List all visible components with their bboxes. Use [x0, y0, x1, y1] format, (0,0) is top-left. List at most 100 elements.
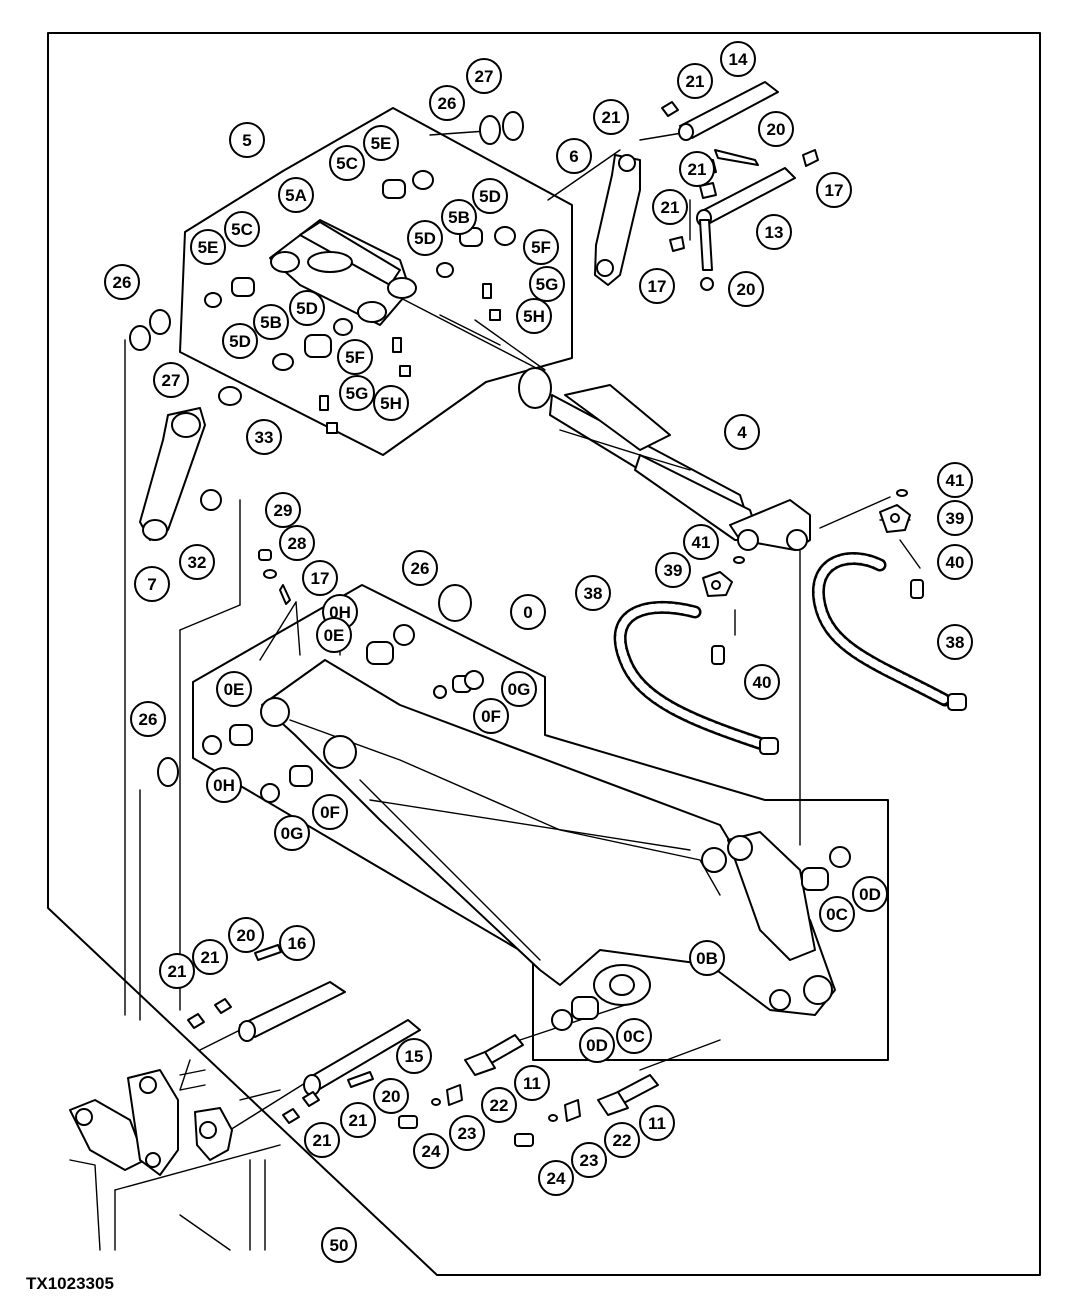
callout-bubble: 24	[413, 1133, 449, 1169]
callout-label: 40	[946, 553, 965, 572]
callout-bubble: 5H	[373, 385, 409, 421]
callout-bubble: 5G	[339, 375, 375, 411]
callout-circle	[373, 1078, 409, 1114]
callout-circle	[593, 99, 629, 135]
callout-bubble: 0E	[316, 617, 352, 653]
callout-label: 38	[946, 633, 965, 652]
callout-circle	[279, 525, 315, 561]
callout-label: 5F	[345, 348, 365, 367]
callout-bubble: 21	[340, 1102, 376, 1138]
callout-circle	[278, 177, 314, 213]
callout-label: 22	[613, 1131, 632, 1150]
callout-circle	[316, 617, 352, 653]
callout-circle	[466, 58, 502, 94]
callout-label: 5	[242, 131, 251, 150]
callout-circle	[134, 566, 170, 602]
link-5a	[269, 219, 417, 326]
link-group-box	[179, 107, 573, 456]
link-7	[139, 386, 242, 541]
callout-bubble: 11	[514, 1065, 550, 1101]
callout-bubble: 33	[246, 419, 282, 455]
callout-circle	[413, 1133, 449, 1169]
callout-bubble: 4	[724, 414, 760, 450]
callout-label: 21	[602, 108, 621, 127]
callout-circle	[679, 151, 715, 187]
callout-bubble: 21	[679, 151, 715, 187]
callout-circle	[329, 145, 365, 181]
callout-circle	[616, 1018, 652, 1054]
callout-bubble: 41	[937, 462, 973, 498]
callout-bubble: 5B	[253, 304, 289, 340]
callout-circle	[396, 1038, 432, 1074]
callout-bubble: 0H	[206, 767, 242, 803]
callout-label: 23	[580, 1151, 599, 1170]
callout-bubble: 0G	[501, 671, 537, 707]
callout-label: 50	[330, 1236, 349, 1255]
callout-label: 6	[569, 147, 578, 166]
callout-circle	[373, 385, 409, 421]
callout-bubble: 21	[652, 189, 688, 225]
callout-label: 5D	[414, 229, 436, 248]
callout-label: 0D	[586, 1036, 608, 1055]
callout-bubble: 5D	[407, 220, 443, 256]
callout-label: 11	[648, 1114, 666, 1133]
cylinder-4	[518, 367, 811, 551]
callout-circle	[510, 594, 546, 630]
callout-label: 21	[168, 962, 187, 981]
callout-label: 28	[288, 534, 307, 553]
pins-lower	[187, 944, 659, 1147]
callout-circle	[571, 1142, 607, 1178]
outer-frame	[47, 32, 1041, 1276]
callout-bubble: 41	[683, 524, 719, 560]
callout-circle	[407, 220, 443, 256]
callout-bubble: 5E	[363, 125, 399, 161]
callout-bubble: 5G	[529, 266, 565, 302]
grease-fittings	[258, 549, 291, 605]
callout-label: 5D	[229, 332, 251, 351]
callout-bubble: 39	[937, 500, 973, 536]
callout-circle	[937, 624, 973, 660]
callout-bubble: 27	[153, 362, 189, 398]
callout-circle	[159, 953, 195, 989]
callout-circle	[937, 544, 973, 580]
callout-circle	[937, 500, 973, 536]
callout-label: 21	[661, 198, 680, 217]
callout-circle	[538, 1160, 574, 1196]
callout-label: 5E	[198, 238, 219, 257]
callout-label: 26	[113, 273, 132, 292]
callout-label: 29	[274, 501, 293, 520]
link-6	[594, 154, 641, 286]
callout-circle	[523, 229, 559, 265]
callout-circle	[190, 229, 226, 265]
callout-bubble: 5C	[224, 211, 260, 247]
callout-label: 26	[411, 559, 430, 578]
callout-circle	[481, 1087, 517, 1123]
callout-circle	[449, 1115, 485, 1151]
callout-label: 21	[686, 72, 705, 91]
callout-label: 17	[825, 181, 844, 200]
callout-bubble: 5A	[278, 177, 314, 213]
callout-circle	[529, 266, 565, 302]
callout-label: 21	[349, 1111, 368, 1130]
callout-circle	[402, 550, 438, 586]
callout-bubble: 50	[321, 1227, 357, 1263]
callout-bubble: 5B	[441, 199, 477, 235]
callout-bubble: 20	[758, 111, 794, 147]
callout-bubble: 7	[134, 566, 170, 602]
callout-label: 11	[523, 1074, 541, 1093]
callout-bubble: 5F	[337, 339, 373, 375]
hose-right	[811, 552, 967, 711]
callout-bubble: 5D	[472, 178, 508, 214]
callout-circle	[852, 876, 888, 912]
callout-bubble: 26	[429, 85, 465, 121]
callout-circle	[130, 701, 166, 737]
callout-circle	[337, 339, 373, 375]
callout-circle	[579, 1027, 615, 1063]
callout-label: 0C	[826, 905, 848, 924]
callout-bubble: 29	[265, 492, 301, 528]
callout-bubble: 32	[179, 544, 215, 580]
callout-circle	[229, 122, 265, 158]
callout-label: 33	[255, 428, 274, 447]
boom-bushings	[202, 624, 851, 1031]
